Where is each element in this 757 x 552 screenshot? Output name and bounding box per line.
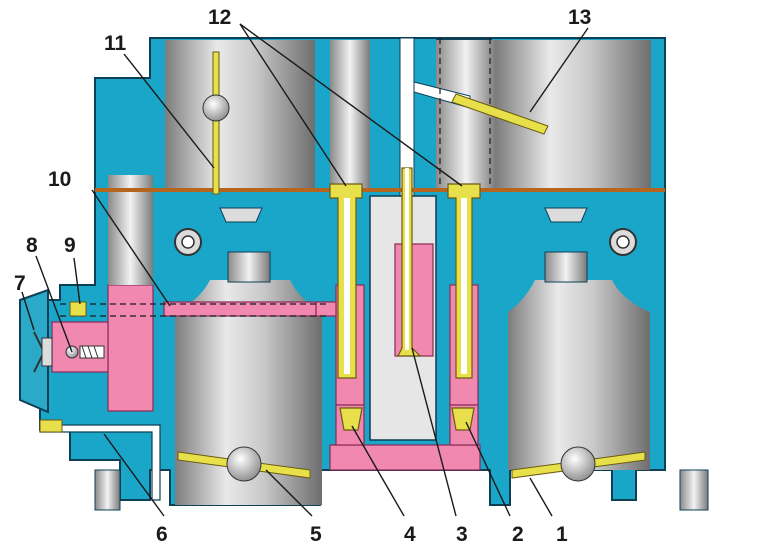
throttle-valves xyxy=(177,446,646,482)
label-1: 1 xyxy=(556,523,568,546)
choke-valve xyxy=(202,51,230,195)
fuel-channel xyxy=(329,444,481,471)
gasket xyxy=(95,188,665,192)
emulsion-tubes xyxy=(60,167,481,431)
label-11: 11 xyxy=(104,32,127,55)
label-2: 2 xyxy=(512,523,524,546)
main-jet-secondary xyxy=(451,407,475,431)
air-valve-springs xyxy=(174,228,637,256)
label-9: 9 xyxy=(64,234,76,257)
label-5: 5 xyxy=(310,523,322,546)
main-jet-primary xyxy=(339,407,363,431)
label-7: 7 xyxy=(14,272,26,295)
economizer-cover xyxy=(19,288,49,414)
label-6: 6 xyxy=(156,523,168,546)
label-10: 10 xyxy=(48,168,71,191)
label-3: 3 xyxy=(456,523,468,546)
part-labels: 1 2 3 4 5 6 7 8 9 10 11 12 13 xyxy=(14,6,591,546)
venturi-bores xyxy=(175,207,650,505)
float-chamber-fuel xyxy=(107,284,154,412)
economizer-valve xyxy=(33,301,109,373)
float-chamber-air xyxy=(108,175,153,285)
leader-lines xyxy=(21,23,589,517)
label-4: 4 xyxy=(404,523,416,546)
upper-air-horns xyxy=(165,37,651,199)
label-8: 8 xyxy=(26,234,38,257)
label-13: 13 xyxy=(568,6,591,29)
label-12: 12 xyxy=(208,6,231,29)
vent-tube xyxy=(451,93,549,135)
